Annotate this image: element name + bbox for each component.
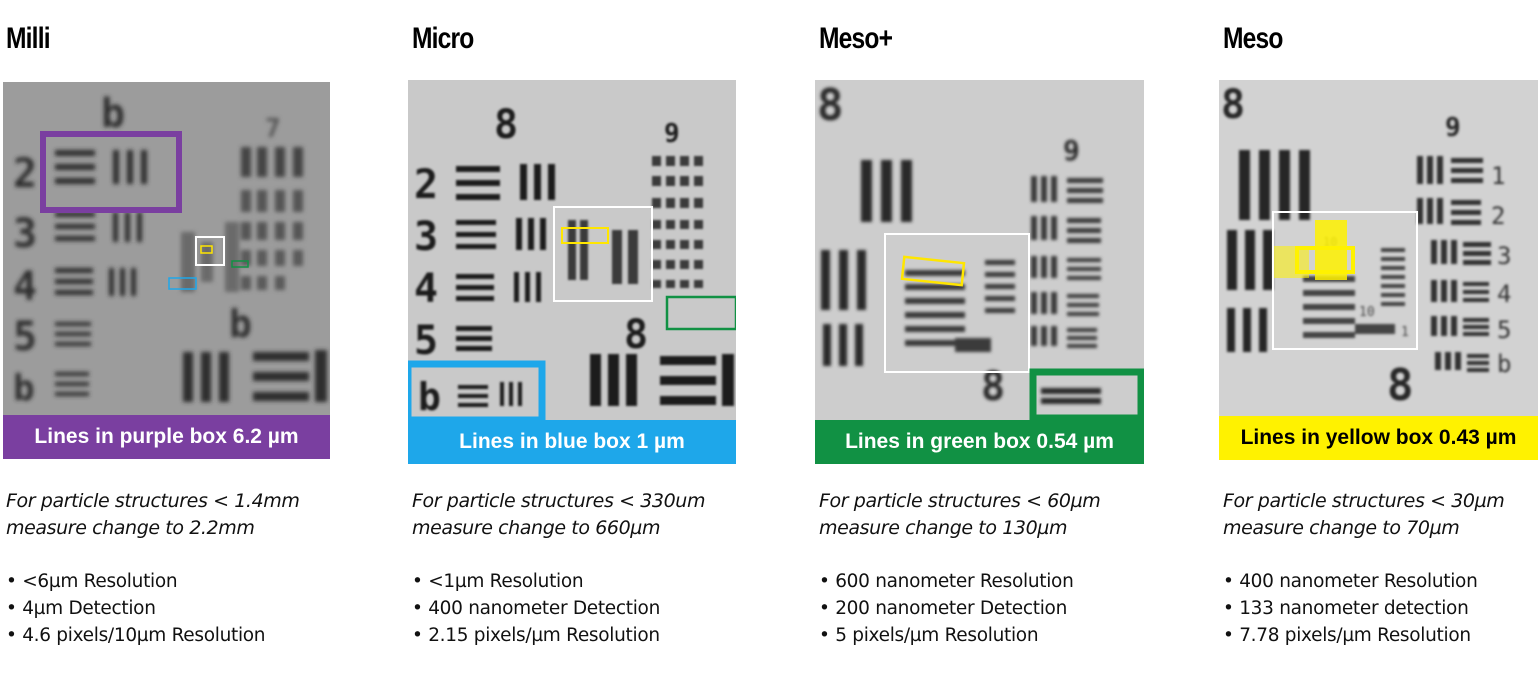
target-digit: 2: [13, 151, 37, 197]
target-digit: 9: [1445, 113, 1461, 143]
spec-item: 5 pixels/µm Resolution: [819, 622, 1074, 649]
spec-item: 600 nanometer Resolution: [819, 568, 1074, 595]
yellow-highlight-box: [200, 245, 213, 254]
yellow-highlight-box: [1295, 246, 1355, 274]
target-digit: 2: [1491, 202, 1505, 230]
spec-item: 200 nanometer Detection: [819, 595, 1074, 622]
description-line: measure change to 130µm: [819, 517, 1068, 539]
description: For particle structures < 1.4mm measure …: [6, 488, 300, 542]
spec-item: 400 nanometer Resolution: [1223, 568, 1478, 595]
green-highlight-box: [1029, 368, 1144, 422]
column-meso-plus: Meso+ 8 9: [813, 0, 1144, 692]
target-digit: 4: [414, 266, 438, 312]
column-milli: Milli b 7 2 3 4 5 b: [0, 0, 330, 692]
white-zoom-box: [1272, 211, 1418, 350]
description-line: measure change to 2.2mm: [6, 517, 255, 539]
column-title: Milli: [6, 22, 51, 55]
spec-item: 7.78 pixels/µm Resolution: [1223, 622, 1478, 649]
target-digit: b: [1497, 350, 1511, 378]
target-digit: b: [418, 375, 441, 419]
target-digit: 5: [1497, 316, 1511, 344]
target-digit: 8: [624, 312, 648, 358]
target-digit: b: [13, 368, 35, 409]
target-digit: 5: [414, 318, 438, 364]
spec-item: <6µm Resolution: [6, 568, 265, 595]
target-digit: 4: [1497, 280, 1511, 308]
yellow-highlight-box: [561, 227, 609, 244]
white-zoom-box: [195, 236, 225, 266]
spec-list: <6µm Resolution 4µm Detection 4.6 pixels…: [6, 568, 265, 649]
target-digit: b: [229, 302, 252, 346]
target-digit: 8: [817, 80, 844, 131]
column-title: Meso+: [819, 22, 893, 55]
resolution-target-image: 8 9 2 3 4 5 b: [408, 80, 736, 464]
description-line: For particle structures < 60µm: [819, 490, 1101, 512]
column-meso: Meso 8 9 1 2 3: [1217, 0, 1538, 692]
target-digit: 4: [13, 264, 37, 310]
column-micro: Micro 8 9 2 3 4 5 b: [406, 0, 736, 692]
target-digit: 2: [414, 162, 438, 208]
target-digit: 8: [981, 364, 1005, 410]
target-digit: 8: [1387, 360, 1414, 411]
target-digit: 3: [414, 214, 438, 260]
column-title: Meso: [1223, 22, 1283, 55]
spec-list: 400 nanometer Resolution 133 nanometer d…: [1223, 568, 1478, 649]
resolution-target-image: 8 9: [815, 80, 1144, 464]
spec-item: 4.6 pixels/10µm Resolution: [6, 622, 265, 649]
target-digit: 5: [13, 314, 37, 360]
target-digit: b: [101, 91, 125, 137]
description-line: measure change to 70µm: [1223, 517, 1460, 539]
spec-list: 600 nanometer Resolution 200 nanometer D…: [819, 568, 1074, 649]
target-digit: 3: [1497, 242, 1511, 270]
spec-item: 2.15 pixels/µm Resolution: [412, 622, 660, 649]
resolution-target-image: b 7 2 3 4 5 b b: [3, 82, 330, 459]
description: For particle structures < 30µm measure c…: [1223, 488, 1505, 542]
target-digit: 9: [664, 119, 680, 149]
target-digit: 1: [1401, 325, 1409, 340]
caption-banner: Lines in yellow box 0.43 µm: [1219, 416, 1538, 460]
target-digit: 8: [494, 102, 518, 148]
target-digit: 3: [13, 211, 37, 257]
white-zoom-box: [884, 233, 1030, 373]
spec-item: 400 nanometer Detection: [412, 595, 660, 622]
spec-item: 133 nanometer detection: [1223, 595, 1478, 622]
white-zoom-box: [553, 206, 653, 302]
spec-item: <1µm Resolution: [412, 568, 660, 595]
green-highlight-box: [665, 295, 736, 331]
target-digit: 10: [1359, 305, 1375, 320]
target-digit: 1: [1491, 162, 1505, 190]
description-line: For particle structures < 1.4mm: [6, 490, 300, 512]
blue-highlight-box: [168, 277, 197, 290]
caption-banner: Lines in green box 0.54 µm: [815, 420, 1144, 464]
caption-banner: Lines in purple box 6.2 µm: [3, 415, 330, 459]
purple-highlight-box: [40, 131, 182, 213]
description: For particle structures < 60µm measure c…: [819, 488, 1101, 542]
spec-item: 4µm Detection: [6, 595, 265, 622]
target-digit: 7: [265, 114, 281, 144]
column-title: Micro: [412, 22, 474, 55]
description-line: For particle structures < 30µm: [1223, 490, 1505, 512]
description-line: For particle structures < 330um: [412, 490, 706, 512]
resolution-target-image: 8 9 1 2 3 4: [1219, 80, 1538, 460]
target-digit: 8: [1221, 82, 1245, 128]
description: For particle structures < 330um measure …: [412, 488, 705, 542]
target-digit: 9: [1063, 134, 1080, 167]
caption-banner: Lines in blue box 1 µm: [408, 420, 736, 464]
description-line: measure change to 660µm: [412, 517, 661, 539]
spec-list: <1µm Resolution 400 nanometer Detection …: [412, 568, 660, 649]
green-highlight-box: [231, 260, 249, 268]
yellow-highlight-box: [900, 255, 966, 287]
